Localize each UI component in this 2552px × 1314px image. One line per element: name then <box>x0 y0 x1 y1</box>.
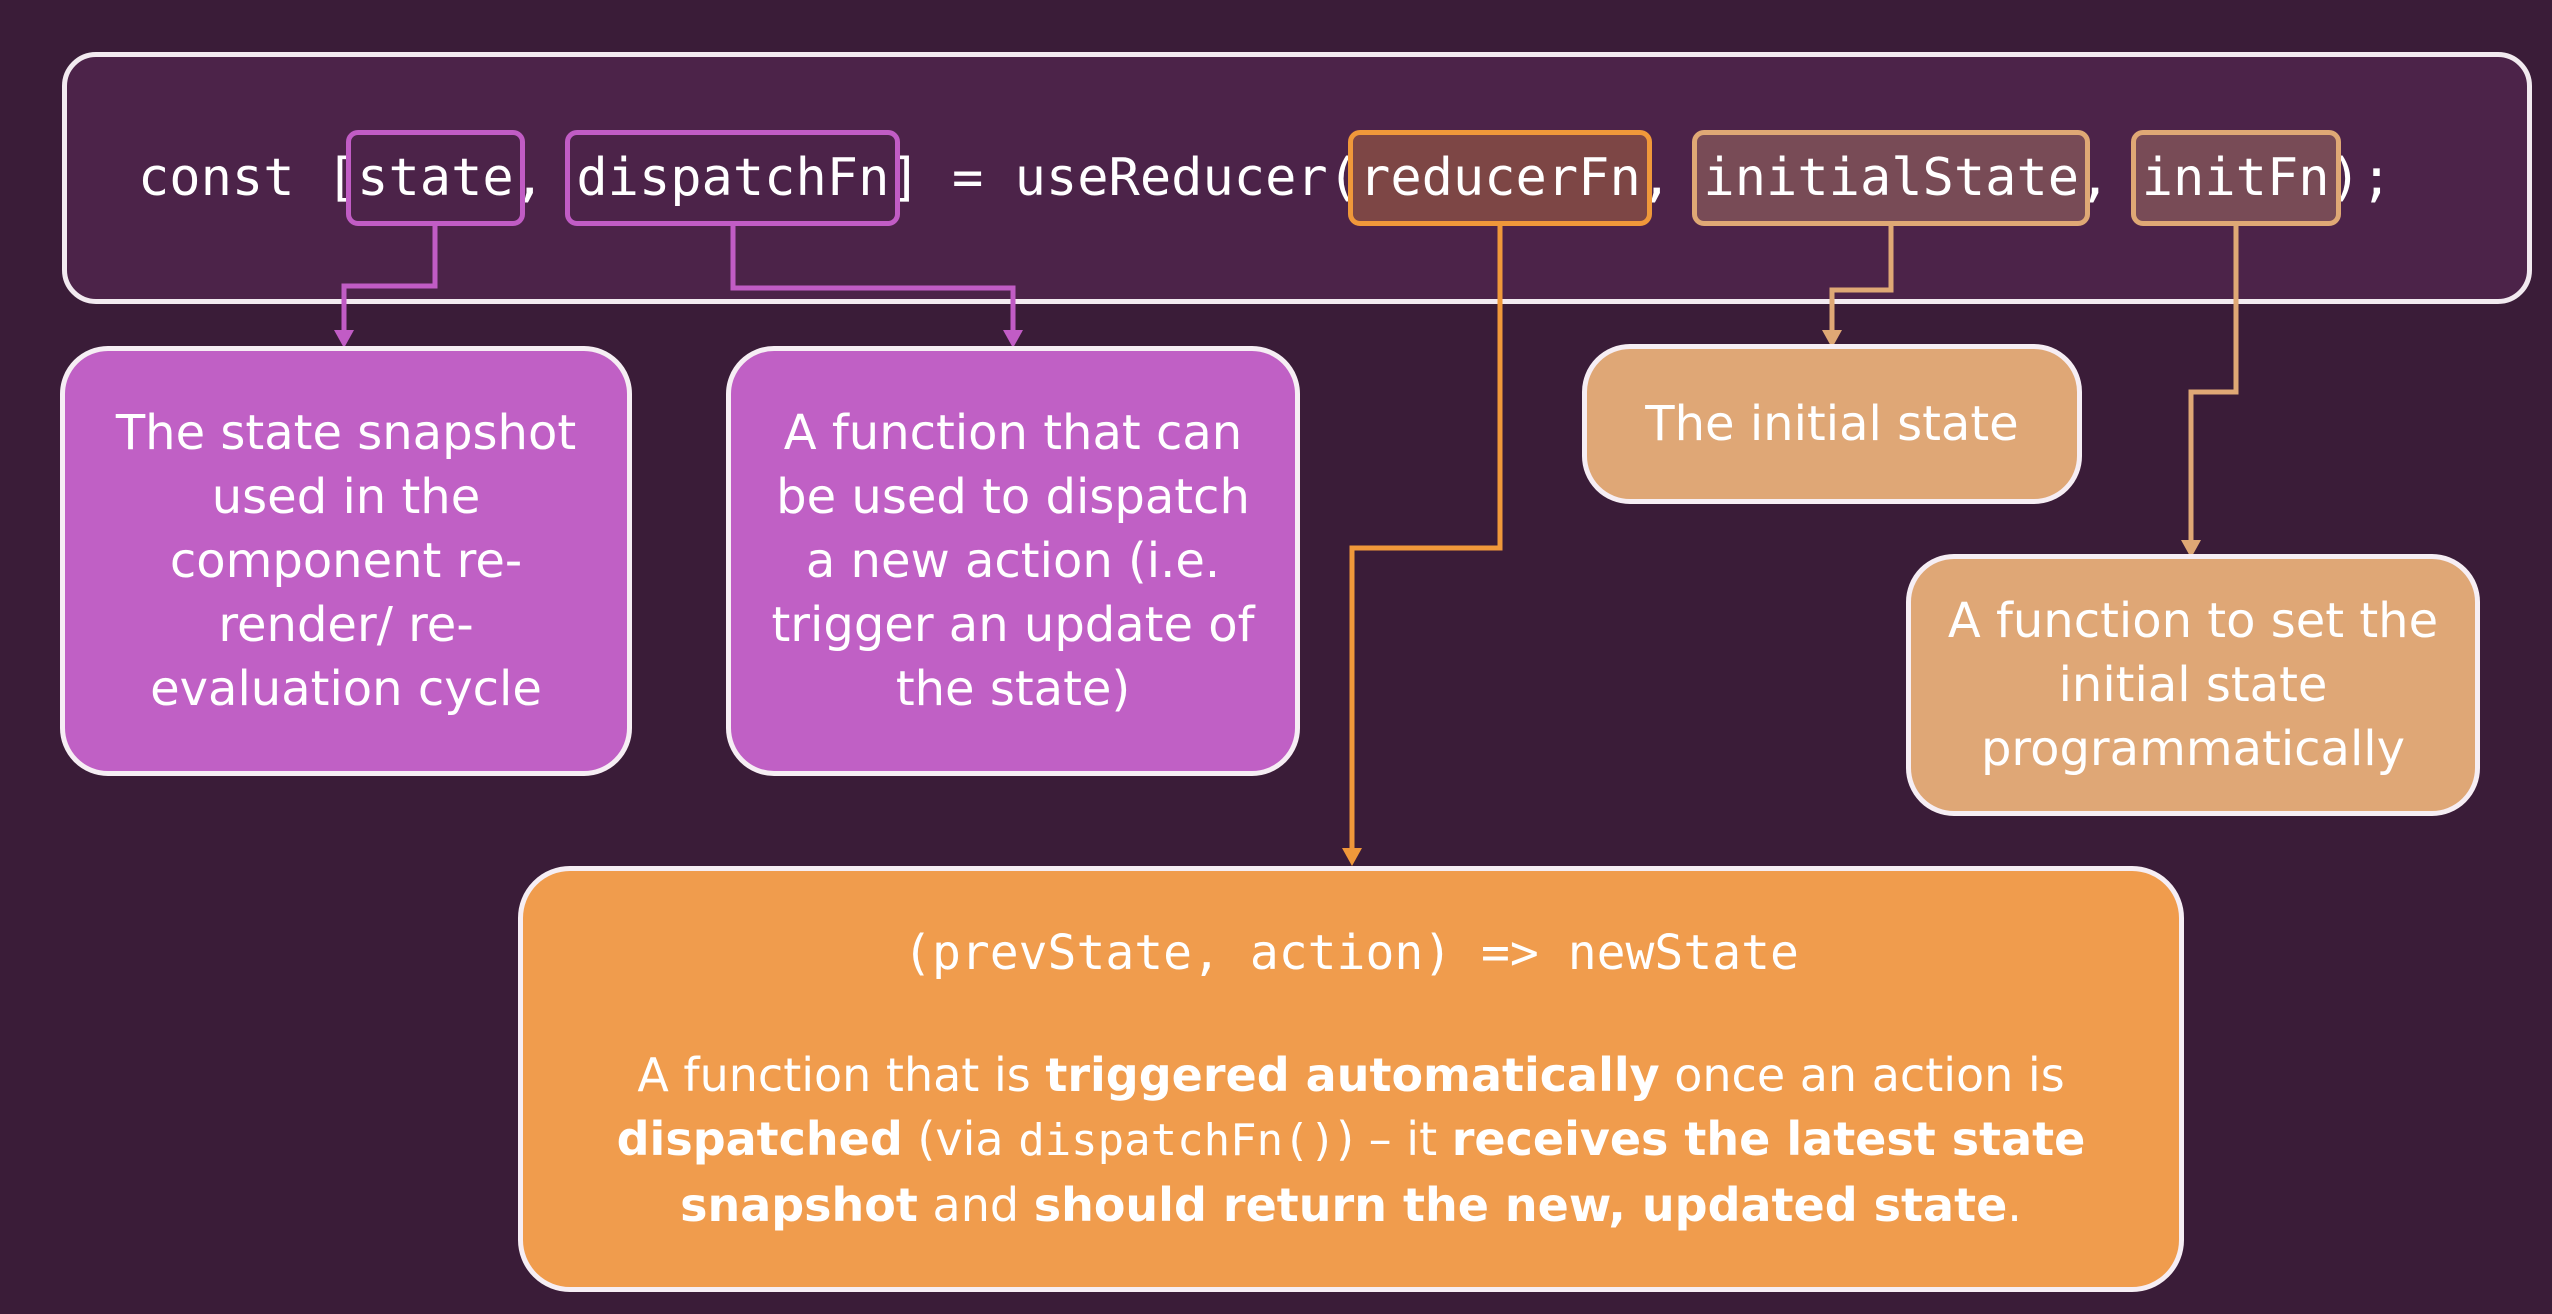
state-token: state <box>346 130 525 226</box>
reducer-desc-text-2: once an action is <box>1659 1048 2065 1102</box>
init-fn-token-text: initFn <box>2141 148 2330 208</box>
reducer-arrowhead <box>1342 848 1362 866</box>
init-fn-description: A function to set the initial state prog… <box>1947 593 2439 777</box>
initial-state-description-card: The initial state <box>1582 344 2082 504</box>
reducer-desc-code: dispatchFn() <box>1018 1115 1337 1166</box>
state-description: The state snapshot used in the component… <box>115 405 577 717</box>
dispatch-description-card: A function that can be used to dispatch … <box>726 346 1300 776</box>
reducer-desc-bold-4: should return the new, updated state <box>1033 1178 2008 1232</box>
reducer-token-frame <box>1348 130 1652 226</box>
dispatch-token-frame <box>565 130 901 226</box>
reducer-token: reducerFn <box>1348 130 1652 226</box>
reducer-desc-text-1: A function that is <box>637 1048 1046 1102</box>
code-separator-1: , <box>513 148 577 208</box>
reducer-desc-text-3: (via <box>902 1112 1019 1166</box>
init-fn-token: initFn <box>2130 130 2341 226</box>
dispatch-token: dispatchFn <box>565 130 901 226</box>
code-prefix: const [ <box>138 148 358 208</box>
dispatch-description: A function that can be used to dispatch … <box>771 405 1255 717</box>
reducer-desc-text-4: ) – it <box>1336 1112 1452 1166</box>
code-separator-2: , <box>1640 148 1704 208</box>
dispatch-token-text: dispatchFn <box>576 148 890 208</box>
initial-state-token-text: initialState <box>1703 148 2080 208</box>
reducer-desc-bold-3: receives the latest state snapshot <box>680 1112 2086 1232</box>
reducer-description-card: (prevState, action) => newState A functi… <box>518 866 2184 1292</box>
initial-state-token: initialState <box>1692 130 2091 226</box>
reducer-token-text: reducerFn <box>1359 148 1641 208</box>
state-token-text: state <box>357 148 514 208</box>
state-description-card: The state snapshot used in the component… <box>60 346 632 776</box>
init-fn-token-frame <box>2130 130 2341 226</box>
code-box <box>62 52 2532 304</box>
code-separator-3: , <box>2079 148 2142 208</box>
initial-state-description: The initial state <box>1645 396 2019 452</box>
init-fn-description-card: A function to set the initial state prog… <box>1906 554 2480 816</box>
reducer-desc-text-6: . <box>2007 1178 2022 1232</box>
reducer-desc-bold-1: triggered automatically <box>1045 1048 1660 1102</box>
code-middle: ] = useReducer( <box>889 148 1360 208</box>
state-token-frame <box>346 130 525 226</box>
reducer-connector <box>1349 226 1503 852</box>
initial-state-token-frame <box>1692 130 2091 226</box>
reducer-description: A function that is triggered automatical… <box>603 1043 2099 1237</box>
code-line: const [state, dispatchFn] = useReducer(r… <box>138 130 2392 226</box>
reducer-desc-text-5: and <box>917 1178 1034 1232</box>
reducer-desc-bold-2: dispatched <box>616 1112 903 1166</box>
reducer-signature: (prevState, action) => newState <box>903 925 1799 981</box>
